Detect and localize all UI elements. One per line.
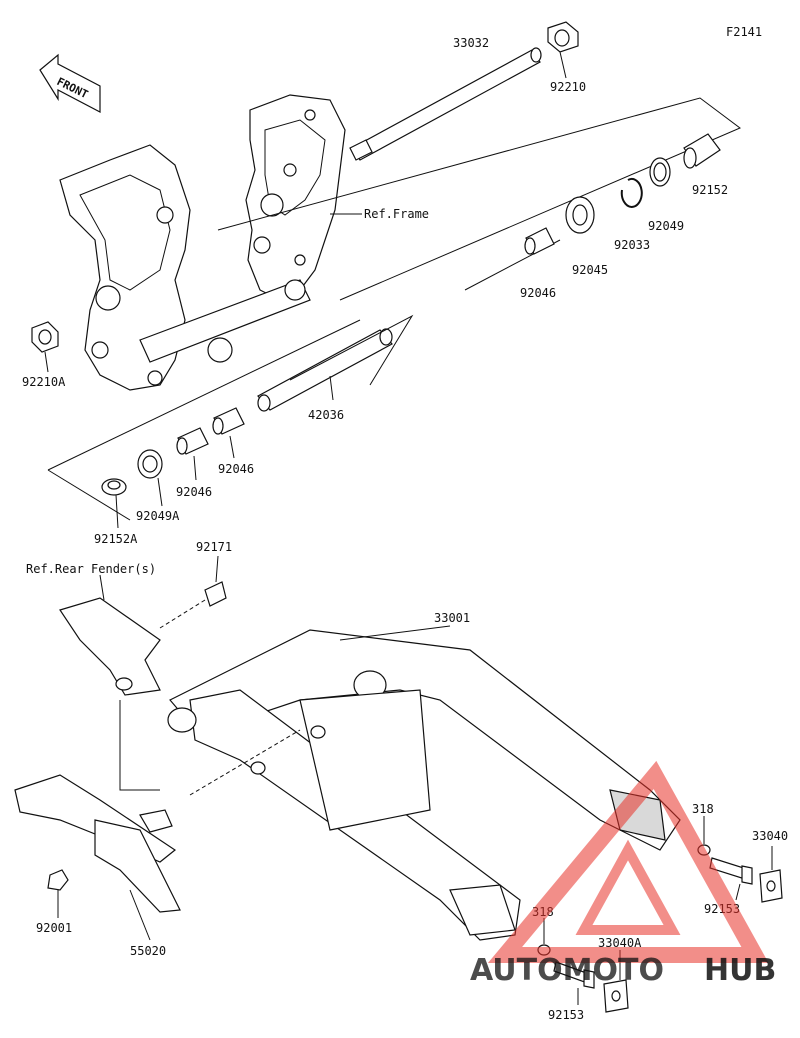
nut-92210-icon [547,21,579,53]
label-92210A: 92210A [22,375,66,389]
clip-92171-icon [204,581,227,607]
label-318-a: 318 [692,802,714,816]
ref-rear-fender-label: Ref.Rear Fender(s) [26,562,156,576]
nut-92210a-icon [31,321,59,353]
needle-bearing-92046a-icon [524,227,555,255]
label-92153-b: 92153 [548,1008,584,1022]
ref-frame-label: Ref.Frame [364,207,429,221]
bolt-92153b-icon [553,961,595,989]
watermark-triangle-icon [487,760,769,963]
label-92046-a: 92046 [520,286,556,300]
oil-seal-92049-icon [649,157,671,187]
label-92046-c: 92046 [176,485,212,499]
needle-bearing-92046c-icon [176,427,209,455]
chain-guard [14,774,181,913]
label-42036: 42036 [308,408,344,422]
watermark-text-part2: HUB [704,953,776,988]
rear-fender-ref [59,597,161,696]
collar-42036-icon [257,328,393,412]
bolt-92001-icon [47,869,69,891]
label-92045: 92045 [572,263,608,277]
adjuster-33040a-icon [603,979,629,1013]
diagram-code: F2141 [726,25,762,39]
bearing-92045-icon [565,196,595,234]
cap-92152a-icon [101,478,127,496]
oil-seal-92049a-icon [137,449,163,479]
label-92152A: 92152A [94,532,138,546]
watermark-triangle-inner-icon [575,839,681,935]
watermark-logo [487,760,769,963]
adjuster-33040-icon [759,869,783,903]
label-92046-b: 92046 [218,462,254,476]
watermark-text-part1: AUTOMOTO [470,953,664,988]
pivot-shaft [349,47,542,161]
frame-bracket-left [59,144,191,391]
label-92033: 92033 [614,238,650,252]
label-33001: 33001 [434,611,470,625]
front-arrow-icon: FRONT [39,53,101,113]
label-92152: 92152 [692,183,728,197]
label-55020: 55020 [130,944,166,958]
label-33040: 33040 [752,829,788,843]
label-33040A: 33040A [598,936,642,950]
swingarm [167,629,681,941]
label-92210: 92210 [550,80,586,94]
cross-member [139,279,311,363]
label-33032: 33032 [453,36,489,50]
label-92049: 92049 [648,219,684,233]
part-labels: 33032 92210 92152 92049 92033 92045 9204… [22,36,788,1022]
label-92049A: 92049A [136,509,180,523]
label-92001: 92001 [36,921,72,935]
circlip-92033-icon [620,177,643,208]
needle-bearing-92046b-icon [212,407,245,435]
seal-92152-icon [683,133,721,169]
label-92171: 92171 [196,540,232,554]
frame-bracket-right [245,94,346,301]
